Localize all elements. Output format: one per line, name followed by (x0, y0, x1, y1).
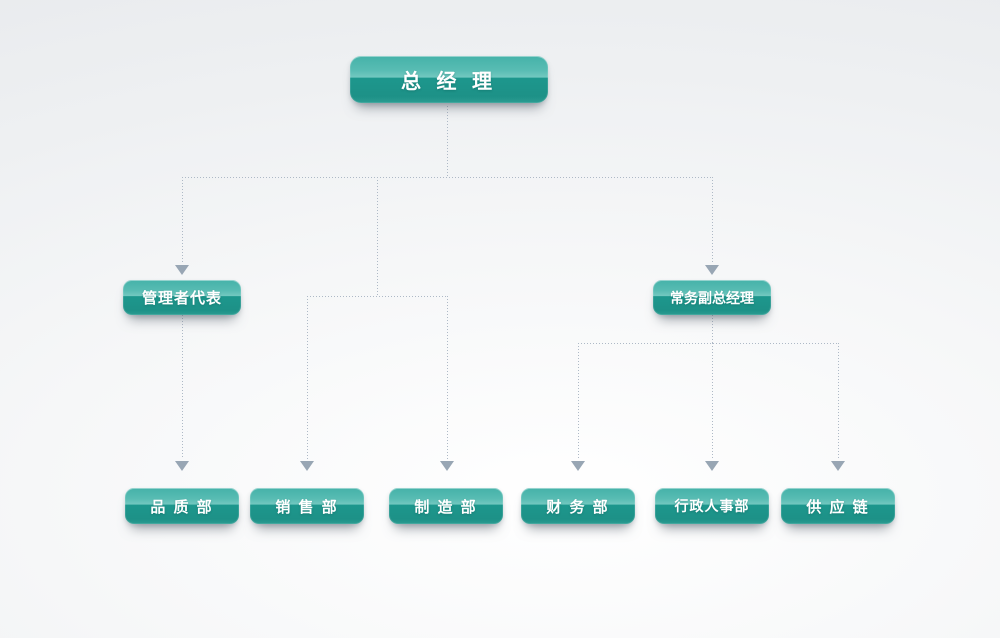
connector-mid-branch (377, 177, 378, 296)
connector-to-quality (182, 315, 183, 459)
connector-to-finance (578, 343, 579, 459)
arrow-down-icon (571, 461, 585, 471)
arrow-down-icon (440, 461, 454, 471)
connector-to-evp (712, 177, 713, 263)
connector-to-supply (838, 343, 839, 459)
node-finance-dept: 财 务 部 (521, 488, 635, 524)
node-executive-deputy-gm: 常务副总经理 (653, 280, 771, 315)
arrow-down-icon (300, 461, 314, 471)
connector-mid-rail (307, 296, 448, 297)
node-admin-hr-dept: 行政人事部 (655, 488, 769, 524)
node-supply-chain: 供 应 链 (781, 488, 895, 524)
connector-to-hr (712, 343, 713, 459)
connector-main-rail (182, 177, 713, 178)
arrow-down-icon (705, 461, 719, 471)
connector-right-rail (578, 343, 839, 344)
connector-gm-down (447, 106, 448, 177)
connector-to-sales (307, 296, 308, 459)
connector-evp-down (712, 315, 713, 343)
arrow-down-icon (705, 265, 719, 275)
arrow-down-icon (831, 461, 845, 471)
node-quality-dept: 品 质 部 (125, 488, 239, 524)
node-manufacturing-dept: 制 造 部 (389, 488, 503, 524)
arrow-down-icon (175, 461, 189, 471)
arrow-down-icon (175, 265, 189, 275)
connector-to-mfg (447, 296, 448, 459)
connector-to-rep (182, 177, 183, 263)
node-general-manager: 总 经 理 (350, 56, 548, 103)
node-management-representative: 管理者代表 (123, 280, 241, 315)
node-sales-dept: 销 售 部 (250, 488, 364, 524)
